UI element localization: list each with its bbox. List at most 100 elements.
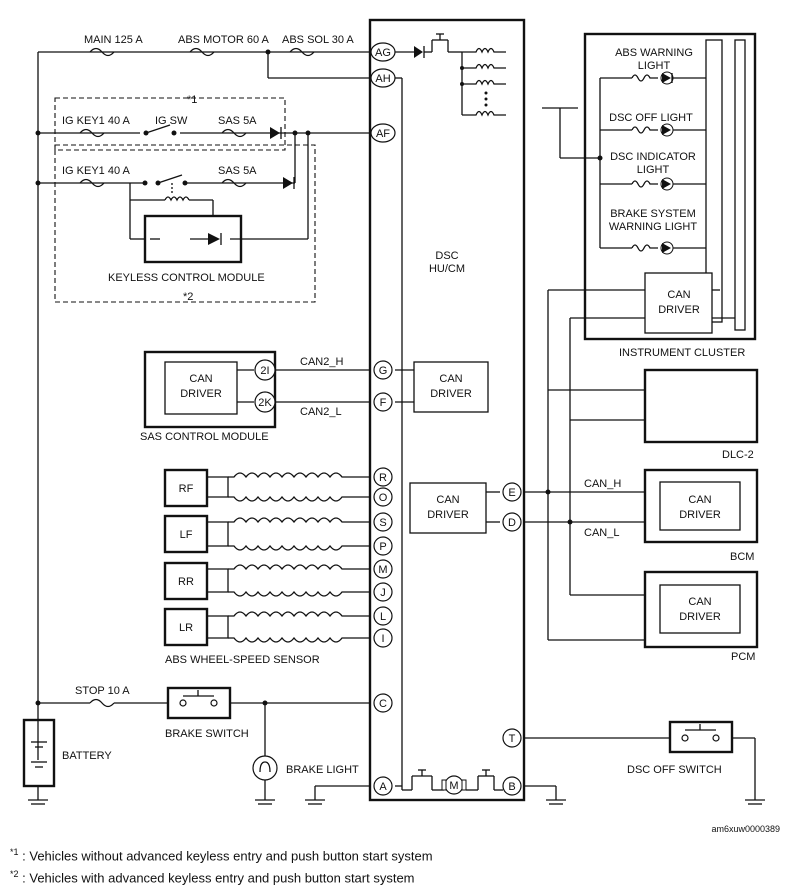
ig-key1-fuse-a bbox=[79, 128, 105, 138]
sas-fuse-b bbox=[221, 178, 247, 188]
abs-sol-fuse bbox=[289, 47, 315, 57]
pin-t: T bbox=[509, 733, 516, 745]
footnote-1-text: : Vehicles without advanced keyless entr… bbox=[22, 848, 433, 864]
dsc-off-switch bbox=[524, 720, 765, 805]
brake-light-label: BRAKE LIGHT bbox=[286, 764, 359, 776]
dsc-indicator-label-2: LIGHT bbox=[637, 164, 670, 176]
dsc-hu-cm-module bbox=[368, 18, 526, 802]
main-fuse-label: MAIN 125 A bbox=[84, 34, 143, 46]
ig-key1-label-b: IG KEY1 40 A bbox=[62, 165, 131, 177]
pin-r: R bbox=[379, 472, 387, 484]
ig-key1-label-a: IG KEY1 40 A bbox=[62, 115, 131, 127]
variant-box-2 bbox=[54, 144, 316, 303]
can-h-label: CAN_H bbox=[584, 478, 621, 490]
instrument-cluster-label: INSTRUMENT CLUSTER bbox=[619, 347, 745, 359]
pin-m: M bbox=[378, 564, 387, 576]
image-id: am6xuw0000389 bbox=[711, 824, 780, 834]
wheel-speed-sensors bbox=[163, 468, 370, 647]
dsc-can-label-2: DRIVER bbox=[427, 509, 469, 521]
pin-i: I bbox=[381, 633, 384, 645]
ground-a bbox=[305, 785, 370, 805]
pin-2i: 2I bbox=[260, 365, 269, 377]
bcm-can-label-2: DRIVER bbox=[679, 509, 721, 521]
pin-j: J bbox=[380, 587, 386, 599]
sensor-rf-label: RF bbox=[179, 483, 194, 495]
sas-can-label-1: CAN bbox=[189, 373, 212, 385]
footnote-2-text: : Vehicles with advanced keyless entry a… bbox=[22, 870, 415, 886]
dlc-label: DLC-2 bbox=[722, 449, 754, 461]
motor-label: M bbox=[449, 780, 458, 792]
variant-box-1 bbox=[54, 97, 286, 151]
dsc-can2-label-2: DRIVER bbox=[430, 388, 472, 400]
ic-can-label-1: CAN bbox=[667, 289, 690, 301]
footnote-2-mark: *2 bbox=[10, 869, 19, 880]
bcm-module bbox=[643, 468, 759, 544]
dsc-can-label-1: CAN bbox=[436, 494, 459, 506]
ig-switch-a bbox=[140, 124, 180, 138]
ig-key1-fuse-b bbox=[79, 178, 105, 188]
footnote-1: *1 : Vehicles without advanced keyless e… bbox=[10, 843, 433, 865]
sas-module-label: SAS CONTROL MODULE bbox=[140, 431, 269, 443]
diagram-labels: MAIN 125 A ABS MOTOR 60 A ABS SOL 30 A *… bbox=[62, 34, 755, 793]
note2-marker: *2 bbox=[183, 291, 193, 303]
dsc-can-driver bbox=[409, 482, 487, 534]
brake-system-label-1: BRAKE SYSTEM bbox=[610, 208, 696, 220]
main-fuse bbox=[89, 47, 115, 57]
dsc-off-light-label: DSC OFF LIGHT bbox=[609, 112, 693, 124]
abs-warning-label-1: ABS WARNING bbox=[615, 47, 693, 59]
sensor-lr-label: LR bbox=[179, 622, 193, 634]
abs-motor-fuse bbox=[189, 47, 215, 57]
battery-label: BATTERY bbox=[62, 750, 112, 762]
bcm-label: BCM bbox=[730, 551, 754, 563]
dsc-pump-motor bbox=[395, 769, 503, 795]
can-bus-wiring bbox=[524, 289, 735, 641]
brake-system-label-2: WARNING LIGHT bbox=[609, 221, 697, 233]
abs-warning-label-2: LIGHT bbox=[638, 60, 671, 72]
sas-can-label-2: DRIVER bbox=[180, 388, 222, 400]
ic-can-label-2: DRIVER bbox=[658, 304, 700, 316]
keyless-module-label: KEYLESS CONTROL MODULE bbox=[108, 272, 265, 284]
dsc-connector-pins bbox=[254, 42, 522, 796]
brake-switch-label: BRAKE SWITCH bbox=[165, 728, 249, 740]
pin-c: C bbox=[379, 698, 387, 710]
battery bbox=[22, 718, 56, 805]
sensor-lf-label: LF bbox=[180, 529, 193, 541]
pin-o: O bbox=[379, 492, 388, 504]
note1-marker: *1 bbox=[187, 94, 197, 106]
dsc-internal-solenoids bbox=[395, 33, 506, 117]
bcm-can-label-1: CAN bbox=[688, 494, 711, 506]
pin-af: AF bbox=[376, 128, 390, 140]
wheel-sensor-label: ABS WHEEL-SPEED SENSOR bbox=[165, 654, 320, 666]
pcm-can-label-1: CAN bbox=[688, 596, 711, 608]
pin-ah: AH bbox=[375, 73, 390, 85]
diode-af-b bbox=[283, 177, 295, 189]
dlc-2-connector bbox=[643, 368, 759, 444]
pin-s: S bbox=[379, 517, 386, 529]
pin-d: D bbox=[508, 517, 516, 529]
dsc-off-switch-label: DSC OFF SWITCH bbox=[627, 764, 722, 776]
pin-l: L bbox=[380, 611, 386, 623]
can2-l-label: CAN2_L bbox=[300, 406, 342, 418]
dsc-can2-driver bbox=[413, 361, 489, 413]
keyless-control-module bbox=[143, 214, 243, 264]
dsc-indicator-label-1: DSC INDICATOR bbox=[610, 151, 696, 163]
pin-p: P bbox=[379, 541, 386, 553]
sas-fuse-label-a: SAS 5A bbox=[218, 115, 257, 127]
footnote-1-mark: *1 bbox=[10, 847, 19, 857]
can2-h-label: CAN2_H bbox=[300, 356, 343, 368]
wiring-diagram: MAIN 125 A ABS MOTOR 60 A ABS SOL 30 A *… bbox=[22, 18, 765, 805]
pcm-can-label-2: DRIVER bbox=[679, 611, 721, 623]
pcm-module bbox=[643, 570, 759, 649]
diode-af-a bbox=[270, 127, 282, 139]
pin-a: A bbox=[379, 781, 387, 793]
footnote-2: *2 : Vehicles with advanced keyless entr… bbox=[10, 865, 433, 887]
ig-switch-b bbox=[129, 174, 214, 240]
warning-lamps bbox=[631, 71, 706, 255]
pin-ag: AG bbox=[375, 47, 391, 59]
brake-circuit bbox=[38, 686, 370, 805]
dsc-label-1: DSC bbox=[435, 250, 458, 262]
sensor-rr-label: RR bbox=[178, 576, 194, 588]
sas-control-module bbox=[143, 350, 370, 429]
instrument-cluster bbox=[542, 32, 757, 341]
pin-e: E bbox=[508, 487, 515, 499]
